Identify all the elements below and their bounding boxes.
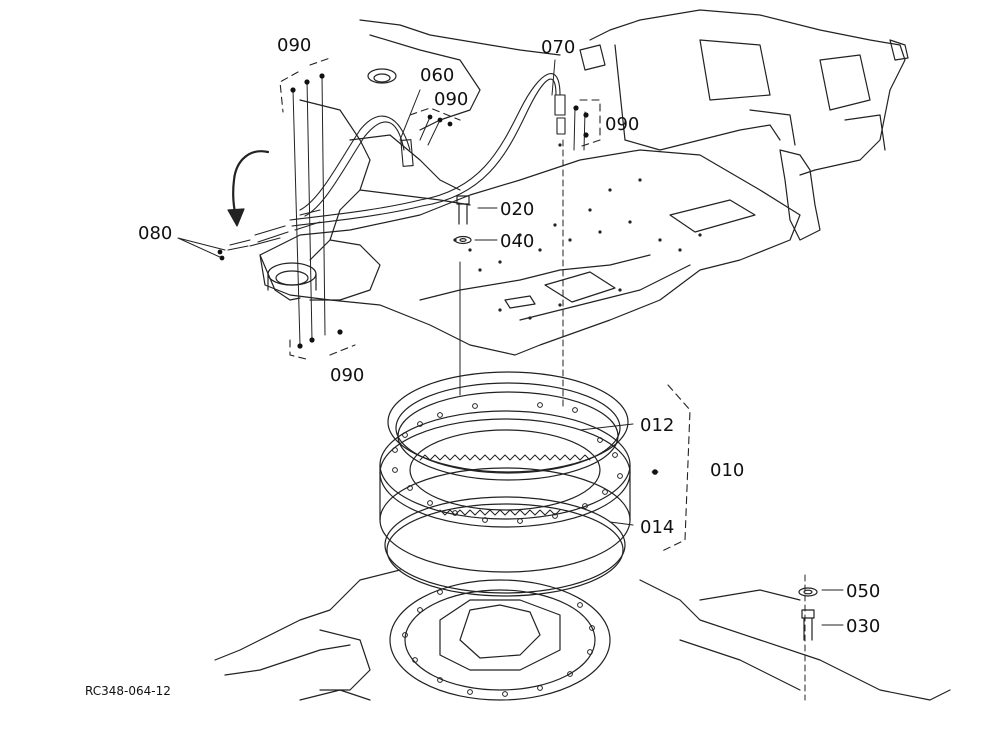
track-frame-drawing: [214, 569, 951, 701]
hydraulic-hoses-drawing: [227, 73, 566, 251]
drawing-number: RC348-064-12: [85, 684, 171, 698]
upper-frame-drawing: [259, 9, 909, 356]
bolt-030-drawing: [798, 587, 818, 641]
callout-014: 014: [640, 517, 674, 538]
callout-050: 050: [846, 581, 880, 602]
plate-holes: [453, 143, 702, 320]
callout-010: 010: [710, 460, 744, 481]
swing-bearing-drawing: [379, 371, 631, 597]
callout-020: 020: [500, 199, 534, 220]
bearing-bolt-holes: [392, 402, 623, 524]
hardware-dots: [217, 73, 658, 475]
callout-030: 030: [846, 616, 880, 637]
callout-060: 060: [420, 65, 454, 86]
hardware-rods: [292, 74, 586, 346]
leader-lines: [177, 59, 844, 701]
bolt-020-drawing: [454, 195, 472, 245]
callout-090-bottom: 090: [330, 365, 364, 386]
callout-080: 080: [138, 223, 172, 244]
callout-090-mid: 090: [434, 89, 468, 110]
callout-labels: 090 060 090 070 090 020 040 080 090 012 …: [85, 35, 880, 698]
callout-090-right: 090: [605, 114, 639, 135]
callout-090-top-left: 090: [277, 35, 311, 56]
callout-040: 040: [500, 231, 534, 252]
rotation-arrow: [227, 150, 270, 227]
turntable-holes: [402, 589, 595, 697]
callout-012: 012: [640, 415, 674, 436]
dashed-brackets: [279, 57, 691, 553]
callout-070: 070: [541, 37, 575, 58]
